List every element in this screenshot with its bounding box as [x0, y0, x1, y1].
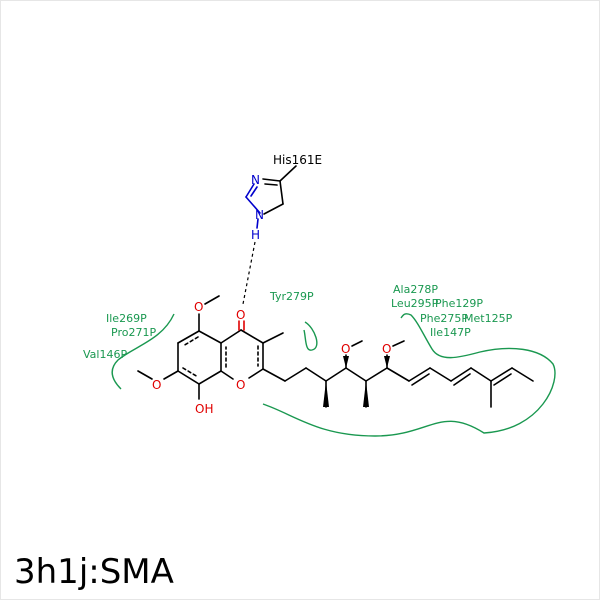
bond-c8-c8a — [198, 370, 222, 385]
residue-met125p: Met125P — [464, 312, 513, 325]
bond-ome1-me — [351, 340, 363, 347]
bond-chain-3 — [429, 367, 452, 382]
wedge-ome-1 — [343, 356, 349, 368]
hydrogen-bond — [242, 241, 256, 305]
bond-chain-6 — [490, 367, 513, 382]
bond-chain-2-double — [411, 373, 430, 386]
atom-o-chain-2: O — [382, 342, 391, 356]
residue-tyr279p: Tyr279P — [269, 290, 314, 303]
bond-im-c4-c5 — [279, 180, 284, 205]
bond-c4-c4a — [220, 329, 242, 344]
residue-ile147p: Ile147P — [430, 326, 471, 339]
bond-c5-c6 — [177, 330, 200, 344]
bond-o-me-5 — [204, 295, 220, 305]
bond-n-h — [256, 218, 259, 229]
bond-chain-4 — [450, 367, 472, 382]
residue-phe275p: Phe275P — [420, 312, 468, 325]
bond-c7-o — [163, 370, 179, 380]
atom-o-chain-1: O — [341, 342, 350, 356]
residue-ile269p: Ile269P — [106, 312, 147, 325]
bond-c4a-c5 — [198, 330, 222, 344]
atom-h: H — [251, 228, 260, 242]
wedge-me-2 — [363, 381, 369, 407]
bond-o1-c8a — [220, 370, 234, 380]
bond-c5-c6-arom — [182, 336, 199, 347]
bond-chain-2 — [408, 367, 431, 382]
residue-val146p: Val146P — [83, 348, 127, 361]
bond-im-c2-n3-double — [250, 186, 258, 197]
wedge-me-1 — [323, 381, 329, 407]
residue-pro271p: Pro271P — [111, 326, 156, 339]
bond-c4-c3 — [240, 329, 264, 344]
complex-caption: 3h1j:SMA — [14, 552, 174, 592]
residue-his161e: His161E — [273, 153, 322, 167]
contact-arc-left — [111, 313, 175, 390]
atom-o-ring: O — [236, 378, 245, 392]
wedge-ome-2 — [384, 356, 390, 368]
bond-c2-o1 — [248, 368, 264, 379]
bond-chain-4-double — [453, 373, 471, 386]
residue-phe129p: Phe129P — [435, 297, 483, 310]
bond-ch2-ch2 — [284, 367, 307, 382]
bond-c-chMe2 — [345, 367, 367, 382]
bond-im-c4-n3-double — [264, 183, 278, 186]
atom-n1: N — [255, 208, 264, 222]
bond-chain-7 — [511, 367, 534, 382]
bond-c7-c8 — [177, 370, 200, 385]
bond-chain-6-double — [493, 373, 512, 386]
atom-o-methoxy-7: O — [152, 378, 161, 392]
bond-ch2-ch — [305, 367, 327, 382]
bond-chain-1 — [386, 367, 410, 382]
bond-o-me-7 — [137, 370, 153, 380]
bond-im-c5-n1 — [263, 203, 284, 215]
atom-oh: OH — [195, 402, 213, 416]
atom-n3: N — [251, 173, 260, 187]
bond-im-n1-c2 — [245, 196, 261, 214]
residue-ala278p: Ala278P — [393, 283, 438, 296]
residue-leu295p: Leu295P — [391, 297, 439, 310]
bond-ch-choMe — [325, 367, 347, 382]
contact-arc-right — [262, 313, 556, 437]
bond-ome2-me — [392, 340, 405, 347]
bond-c2-ch2 — [262, 368, 286, 382]
bond-his-ch2 — [279, 165, 297, 182]
bond-c7-c8-arom — [182, 367, 199, 378]
contact-arc-tyr279p — [303, 321, 318, 351]
bond-im-n3-c4 — [262, 178, 281, 182]
bond-c3-me — [262, 332, 284, 344]
atom-o-methoxy-5: O — [194, 300, 203, 314]
atom-o-carbonyl: O — [236, 308, 245, 322]
bond-im-c2-n3 — [245, 183, 255, 198]
bond-chain-5 — [470, 367, 492, 382]
bond-ch-choMe2 — [365, 367, 388, 382]
